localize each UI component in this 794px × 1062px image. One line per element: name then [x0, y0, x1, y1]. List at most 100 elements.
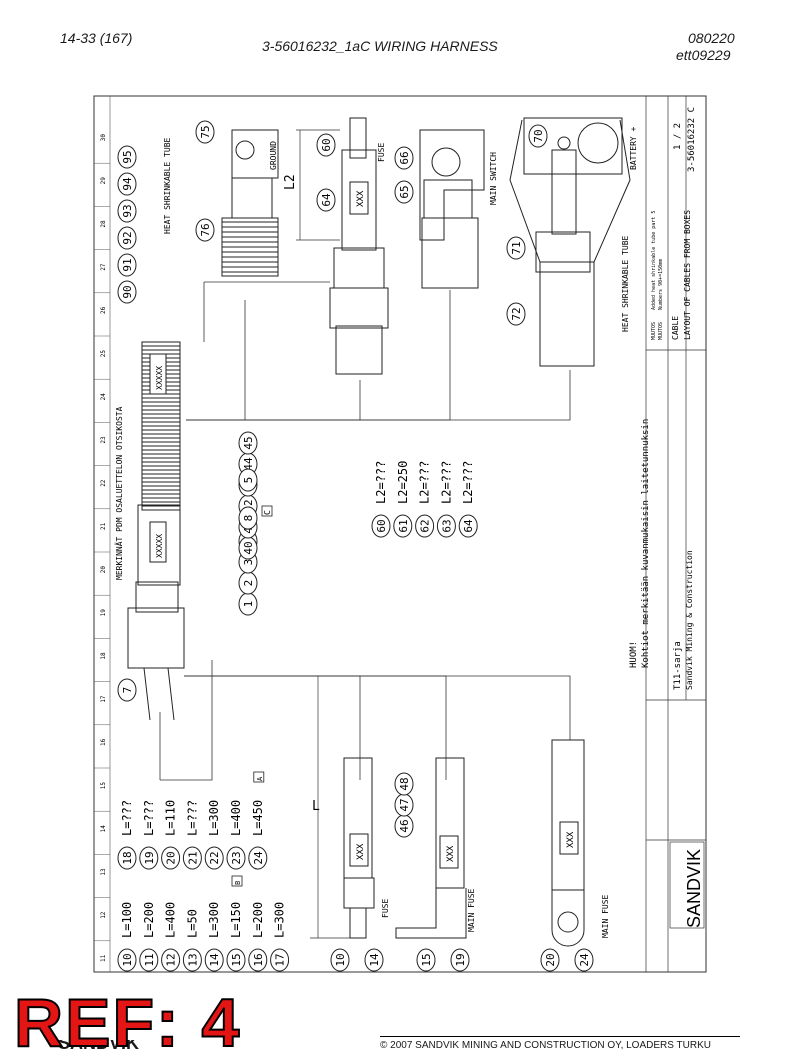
label-main-switch: MAIN SWITCH	[489, 152, 498, 205]
l-balloon-23: 23	[226, 846, 246, 870]
dim-label-l2: L2	[283, 174, 298, 190]
l-balloon-12: 12	[161, 948, 181, 972]
l-balloon-18: 18	[117, 846, 137, 870]
balloon-8-text: 8	[242, 515, 255, 522]
balloon-40: 40	[238, 536, 258, 560]
balloon-5: 5	[238, 468, 258, 492]
grid-number-20: 20	[100, 566, 107, 574]
balloon-2-text: 2	[242, 580, 255, 587]
ref-stamp: REF: 4	[13, 984, 242, 1062]
balloon-90-text: 90	[121, 285, 134, 298]
l-balloon-19: 19	[139, 846, 159, 870]
l-note-15: B	[234, 881, 242, 885]
xxx-fuse-top: XXX	[356, 190, 366, 207]
l-balloon-13: 13	[182, 948, 202, 972]
l-balloon-23-text: 23	[230, 851, 243, 864]
l-balloon-18-text: 18	[121, 851, 134, 864]
grid-number-29: 29	[100, 177, 107, 185]
l-balloon-10-text: 10	[121, 953, 134, 966]
l-balloon-13-text: 13	[186, 953, 199, 966]
balloon-45: 45	[238, 431, 258, 455]
grid-number-18: 18	[100, 652, 107, 660]
l-value-18: L=???	[120, 800, 134, 836]
note-huom: HUOM!	[629, 641, 639, 668]
lower-main-fuse-terminal	[395, 757, 467, 939]
cable-bundle	[127, 341, 185, 721]
title-drawing-no: 3-56016232 C	[687, 107, 697, 172]
balloon-60: 60	[316, 133, 336, 157]
label-main-fuse-2: MAIN FUSE	[601, 894, 610, 938]
balloon-15: 15	[416, 948, 436, 972]
l2-value-63: L2=???	[439, 461, 453, 504]
balloon-24-text: 24	[578, 953, 591, 967]
l2-value-62: L2=???	[418, 461, 432, 504]
grid-number-28: 28	[100, 220, 107, 228]
l-balloon-17: 17	[270, 948, 290, 972]
title-sheet: 1 / 2	[673, 123, 683, 150]
routing-lines	[159, 281, 571, 781]
dimension-lines	[296, 129, 350, 939]
balloon-20-text: 20	[544, 953, 557, 966]
balloon-71: 71	[506, 236, 526, 260]
balloon-48: 48	[394, 772, 414, 796]
grid-number-27: 27	[100, 263, 107, 271]
balloon-19: 19	[450, 948, 470, 972]
l-balloon-24-text: 24	[252, 851, 265, 865]
main-switch-terminal	[419, 129, 485, 289]
l-value-20: L=110	[164, 800, 178, 836]
xxxxx-bundle-top: XXXXX	[155, 366, 164, 390]
balloon-7: 7	[117, 678, 137, 702]
balloon-93-text: 93	[121, 204, 134, 217]
balloon-24: 24	[574, 948, 594, 972]
title-company: Sandvik Mining & Construction	[685, 550, 694, 690]
label-merkinnat: MERKINNÄT PDM OSALUETTELON OTSIKOSTA	[114, 406, 124, 580]
balloon-14: 14	[364, 948, 384, 972]
l-balloon-11-text: 11	[143, 953, 156, 966]
l-balloon-22-text: 22	[208, 851, 221, 864]
logo-partial-text: SANDVIK	[58, 1040, 140, 1053]
balloon-65-text: 65	[398, 185, 411, 198]
l2-balloon-60: 60	[371, 514, 391, 538]
battery-terminal	[509, 117, 631, 367]
l-balloon-16: 16	[248, 948, 268, 972]
label-heat-tube-2: HEAT SHRINKABLE TUBE	[621, 235, 630, 332]
dim-label-l: L	[312, 799, 320, 814]
grid-number-15: 15	[100, 782, 107, 790]
balloon-1-text: 1	[242, 601, 255, 608]
l-balloon-22: 22	[204, 846, 224, 870]
footer-copyright: © 2007 SANDVIK MINING AND CONSTRUCTION O…	[380, 1040, 711, 1051]
balloon-3-text: 3	[242, 559, 255, 566]
ground-terminal	[221, 129, 279, 277]
label-heat-tube-1: HEAT SHRINKABLE TUBE	[163, 137, 172, 234]
rev-text-2: Numbers 90+=150mm	[658, 259, 664, 310]
balloon-8: 8	[238, 506, 258, 530]
l-value-15: L=150	[229, 902, 243, 938]
rev-label-1: MUUTOS	[651, 322, 657, 340]
balloon-92-text: 92	[121, 231, 134, 244]
l-balloon-17-text: 17	[274, 953, 287, 966]
l2-balloon-61: 61	[393, 514, 413, 538]
grid-number-12: 12	[100, 911, 107, 919]
balloon-66-text: 66	[398, 151, 411, 164]
balloon-76: 76	[195, 218, 215, 242]
l2-balloon-63-text: 63	[440, 519, 453, 532]
balloon-47-text: 47	[398, 798, 411, 811]
title-series: T11-sarja	[673, 641, 683, 690]
l2-value-61: L2=250	[396, 461, 410, 504]
title-block	[645, 95, 707, 973]
balloon-45-text: 45	[242, 436, 255, 449]
grid-number-17: 17	[100, 695, 107, 703]
balloon-72: 72	[506, 302, 526, 326]
title-cable: CABLE	[671, 316, 680, 340]
l-balloon-11: 11	[139, 948, 159, 972]
grid-number-26: 26	[100, 306, 107, 314]
balloon-1: 1	[238, 592, 258, 616]
l2-balloon-64-text: 64	[462, 519, 475, 533]
balloon-71-text: 71	[510, 241, 523, 254]
rev-label-2: MUUTOS	[658, 322, 664, 340]
page-title: 3-56016232_1aC WIRING HARNESS	[262, 38, 498, 54]
balloon-65: 65	[394, 180, 414, 204]
balloon-19-text: 19	[454, 953, 467, 966]
l2-value-64: L2=???	[461, 461, 475, 504]
l-balloon-10: 10	[117, 948, 137, 972]
